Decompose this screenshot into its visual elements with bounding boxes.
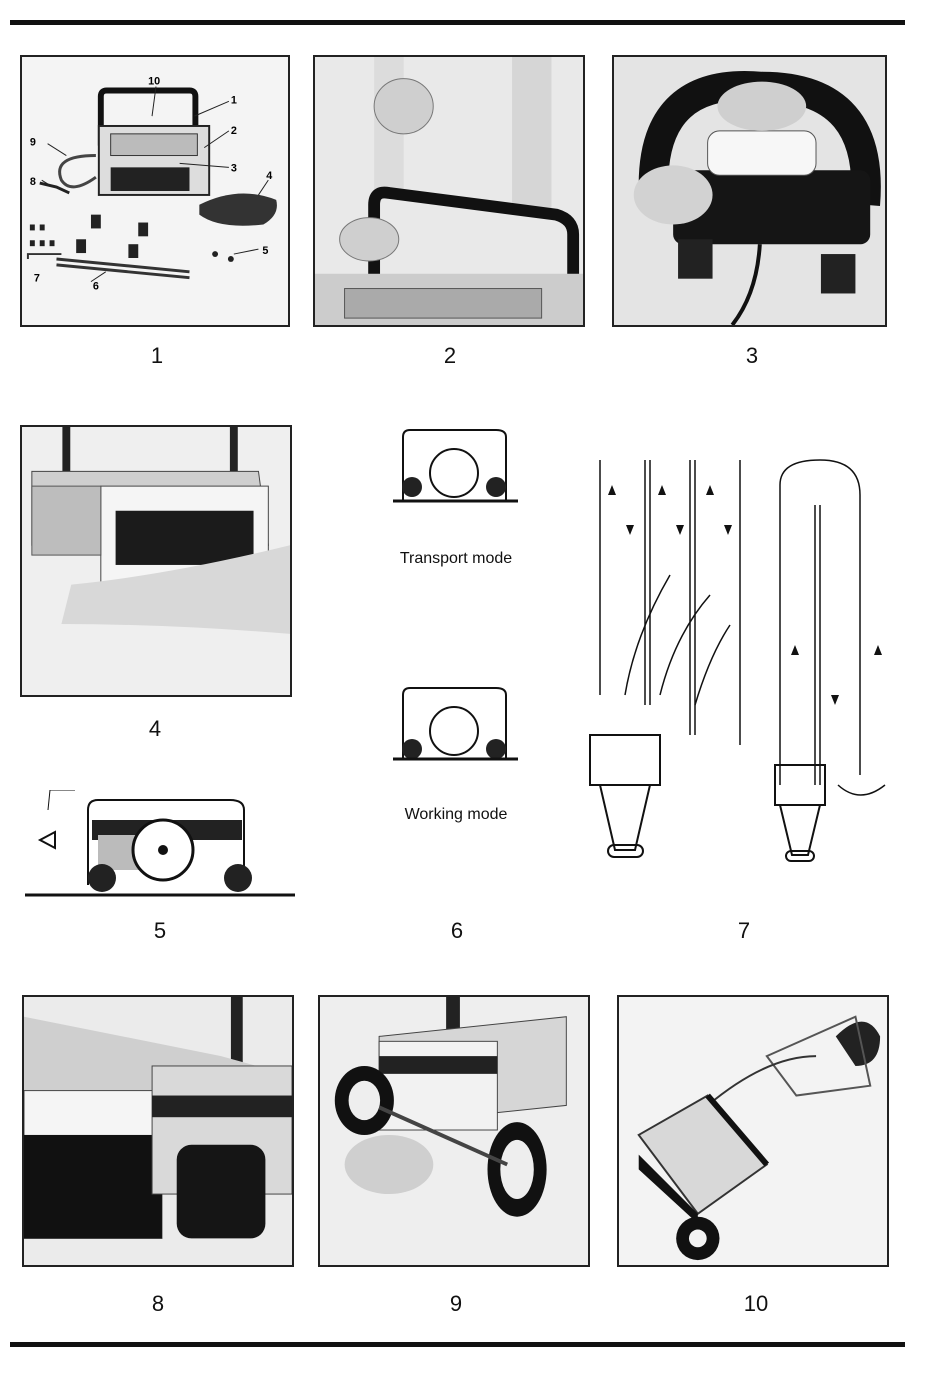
figure-8-side-brush [22, 995, 294, 1267]
callout-3: 3 [231, 162, 237, 174]
figure-6-modes [388, 425, 528, 815]
callout-10: 10 [148, 76, 160, 88]
figure-7-sweeping-pattern [580, 455, 900, 870]
callout-8: 8 [30, 176, 36, 188]
callout-4: 4 [266, 170, 272, 182]
figure-10-transport-position [617, 995, 889, 1267]
callout-2: 2 [231, 125, 237, 137]
working-mode-diagram [393, 688, 518, 759]
callout-5: 5 [262, 245, 268, 257]
bottom-rule [10, 1342, 905, 1347]
transport-mode-diagram [393, 430, 518, 501]
figure-number-7: 7 [714, 918, 774, 944]
working-mode-label: Working mode [356, 806, 556, 824]
figure-number-1: 1 [127, 343, 187, 369]
figure-4-dust-container [20, 425, 292, 697]
transport-mode-label: Transport mode [356, 550, 556, 568]
top-rule [10, 20, 905, 25]
callout-7: 7 [34, 273, 40, 285]
figure-2-handle-assembly [313, 55, 585, 327]
figure-9-wheel-mounting [318, 995, 590, 1267]
callout-9: 9 [30, 137, 36, 149]
figure-number-8: 8 [128, 1291, 188, 1317]
callout-1: 1 [231, 94, 237, 106]
figure-number-6: 6 [427, 918, 487, 944]
figure-5-sweeper-section [20, 790, 295, 905]
figure-number-10: 10 [726, 1291, 786, 1317]
callout-6: 6 [93, 281, 99, 293]
figure-number-3: 3 [722, 343, 782, 369]
figure-number-2: 2 [420, 343, 480, 369]
figure-3-handle-mount [612, 55, 887, 327]
figure-number-4: 4 [125, 716, 185, 742]
figure-number-5: 5 [130, 918, 190, 944]
figure-1-parts-overview: 10 1 2 9 3 8 4 5 7 6 [20, 55, 290, 327]
figure-number-9: 9 [426, 1291, 486, 1317]
